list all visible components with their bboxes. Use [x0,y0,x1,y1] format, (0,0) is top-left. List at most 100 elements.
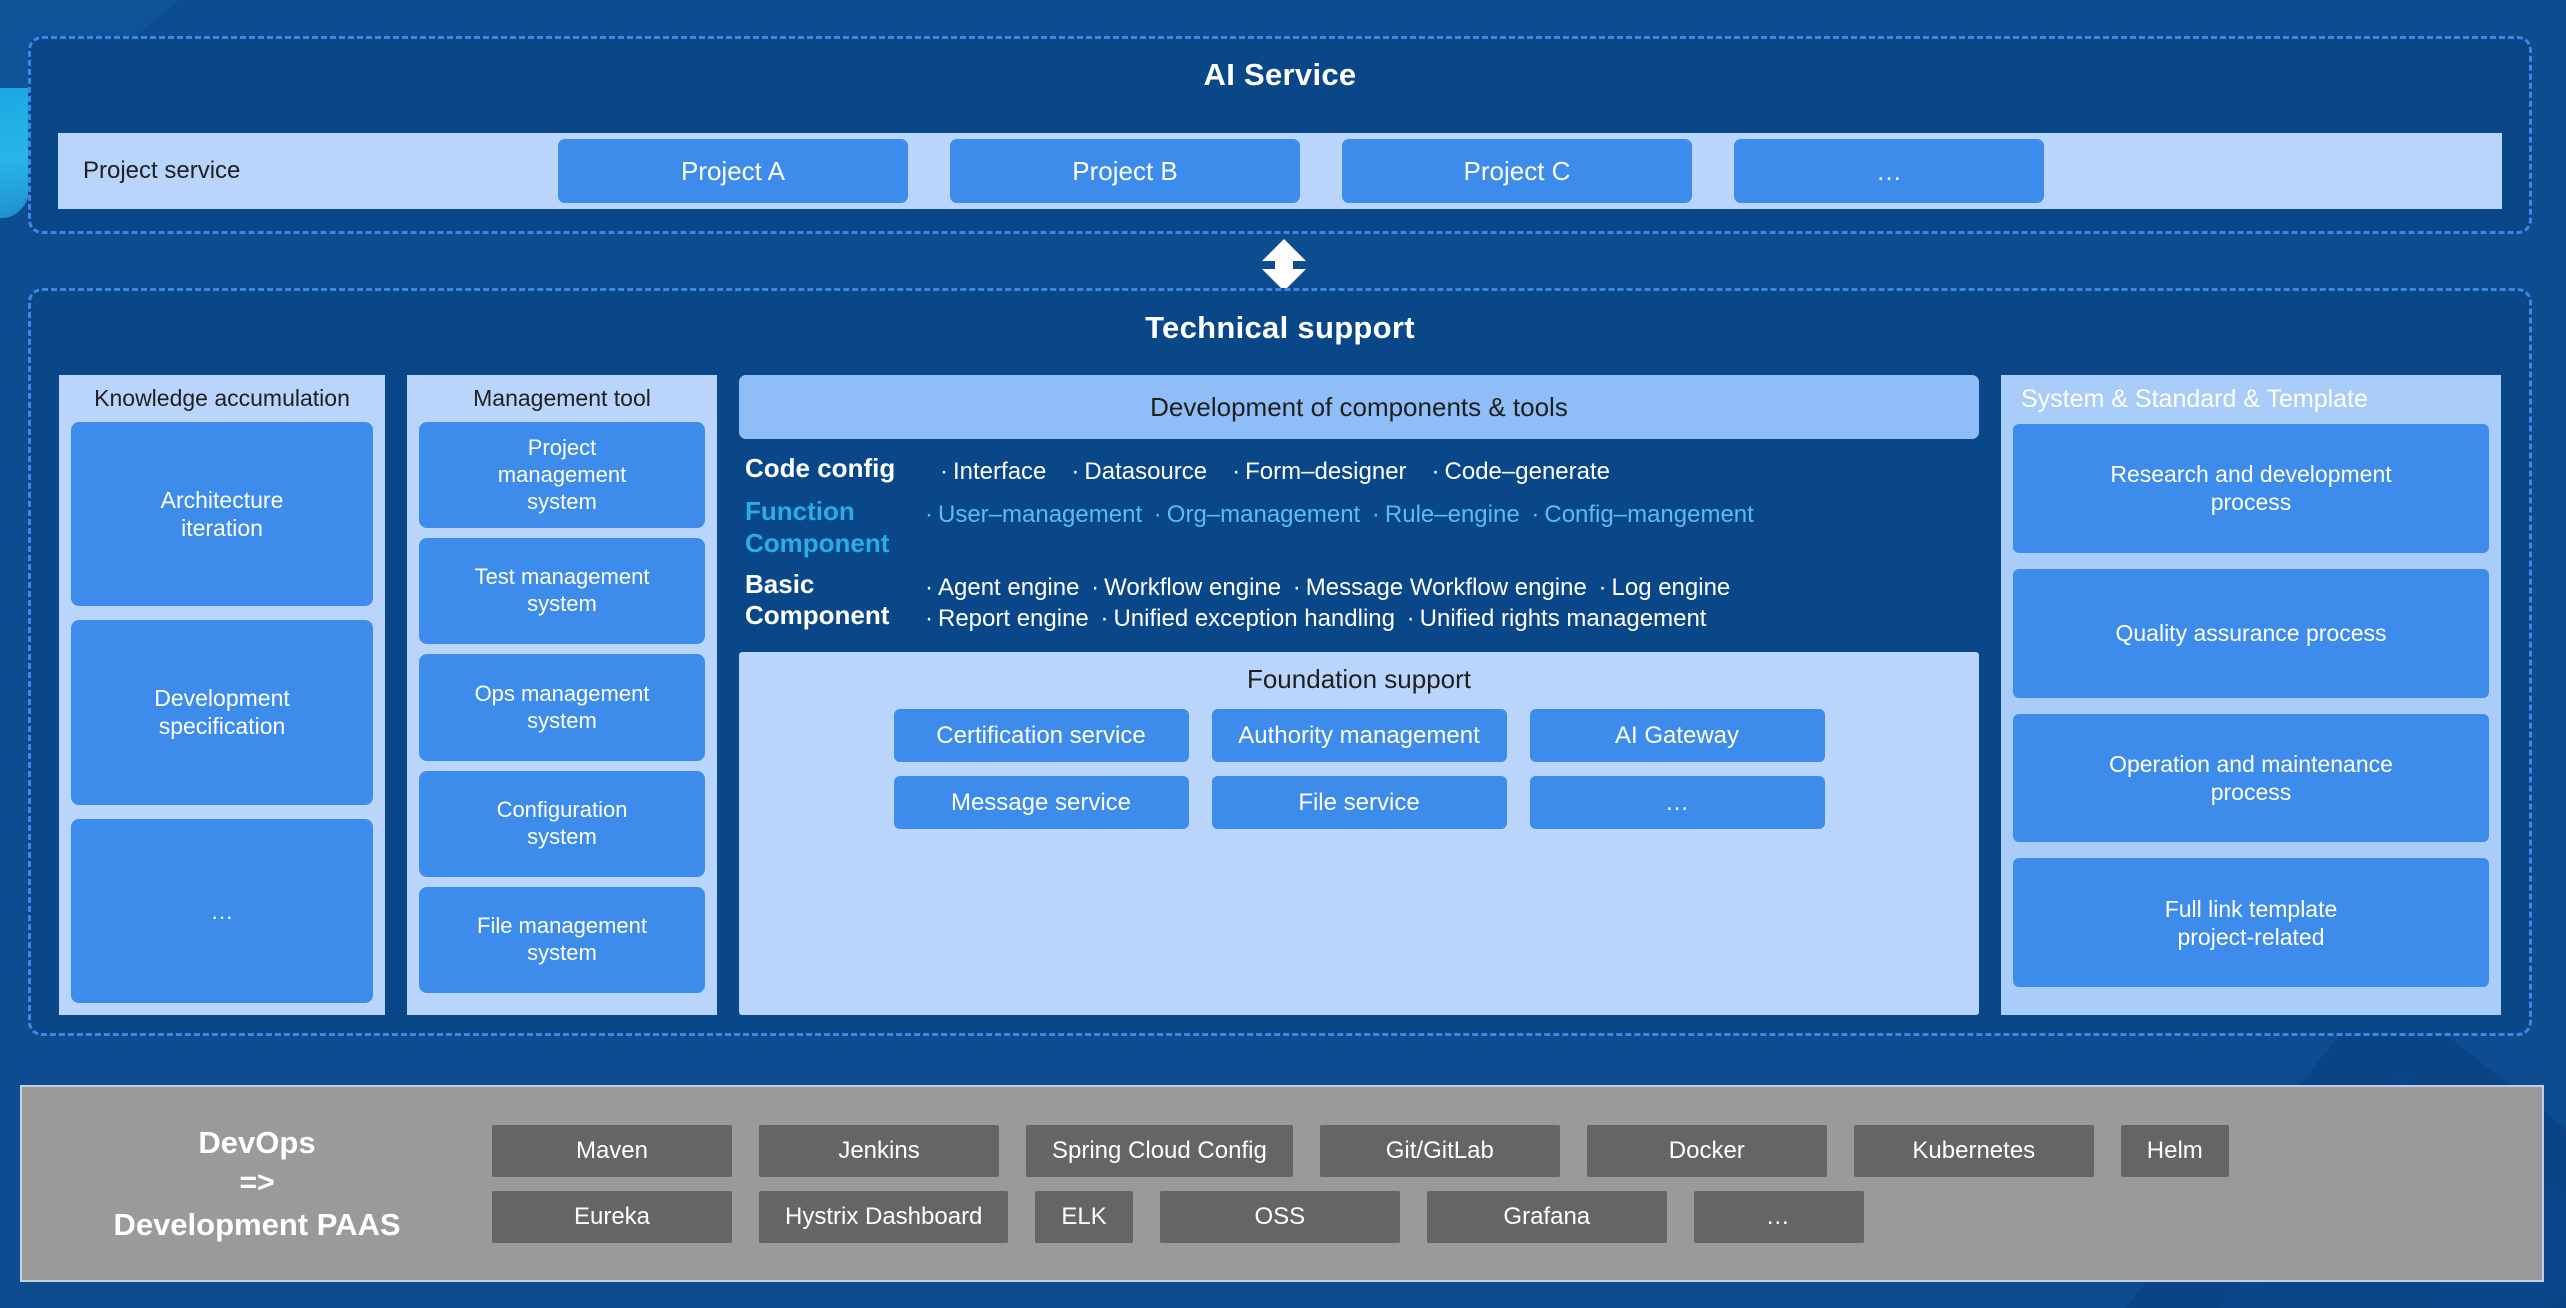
bullet-dot-icon: · [1371,501,1380,529]
bullet-dot-icon: · [925,573,933,601]
devops-tool-kubernetes[interactable]: Kubernetes [1853,1124,2094,1177]
foundation-button-authority-management[interactable]: Authority management [1211,709,1507,762]
devops-tool-grafana[interactable]: Grafana [1426,1190,1667,1243]
devops-tool-jenkins[interactable]: Jenkins [759,1124,999,1177]
foundation-support-title: Foundation support [1246,664,1472,694]
devops-label-line1: DevOps [198,1124,316,1160]
basic-item-log-engine: Log engine [1611,573,1731,601]
foundation-support-panel: Foundation support Certification service… [739,652,1979,1015]
foundation-button-file-service[interactable]: File service [1211,776,1507,829]
bullet-dot-icon: · [940,458,948,485]
knowledge-accumulation-title: Knowledge accumulation [94,385,350,411]
devops-tool-row-2: Eureka Hystrix Dashboard ELK OSS Grafana… [492,1190,2518,1243]
knowledge-card-more[interactable]: … [71,818,373,1003]
devops-tool-oss[interactable]: OSS [1159,1190,1400,1243]
devops-label-line3: Development PAAS [113,1206,401,1242]
foundation-support-grid: Certification service Authority manageme… [739,709,1979,829]
standard-card-quality-assurance-process[interactable]: Quality assurance process [2013,568,2489,698]
management-tool-title: Management tool [473,385,651,411]
project-button-a[interactable]: Project A [558,139,908,203]
devops-band: DevOps => Development PAAS Maven Jenkins… [20,1085,2544,1282]
devops-label: DevOps => Development PAAS [22,1122,492,1245]
bullet-dot-icon: · [1531,501,1540,529]
bullet-dot-icon: · [1406,604,1415,632]
basic-item-agent-engine: Agent engine [938,573,1080,601]
code-config-items: ·Interface ·Datasource ·Form–designer ·C… [935,453,1610,487]
devops-tool-eureka[interactable]: Eureka [492,1190,732,1243]
devops-tool-hystrix-dashboard[interactable]: Hystrix Dashboard [759,1190,1009,1243]
devops-tools: Maven Jenkins Spring Cloud Config Git/Gi… [492,1124,2542,1243]
bullet-dot-icon: · [1100,604,1109,632]
project-service-label: Project service [83,157,241,184]
function-item-user-management: User–management [938,501,1143,529]
devops-tool-git-gitlab[interactable]: Git/GitLab [1319,1124,1560,1177]
function-item-rule-engine: Rule–engine [1384,501,1520,529]
bullet-dot-icon: · [1058,458,1080,485]
bullet-dot-icon: · [1091,573,1100,601]
ai-service-title: AI Service [1203,57,1357,92]
bullet-dot-icon: · [1292,573,1301,601]
development-components-column: Development of components & tools Code c… [739,375,1979,1015]
code-config-label: Code config [745,453,896,483]
foundation-button-certification-service[interactable]: Certification service [893,709,1189,762]
devops-tool-spring-cloud-config[interactable]: Spring Cloud Config [1026,1124,1293,1177]
basic-item-report-engine: Report engine [938,604,1089,632]
basic-item-unified-rights-management: Unified rights management [1419,604,1707,632]
double-headed-vertical-arrow-icon [1262,239,1306,291]
project-button-b[interactable]: Project B [950,139,1300,203]
background-droplet-shape [0,88,30,218]
bullet-dot-icon: · [1598,573,1607,601]
devops-tool-docker[interactable]: Docker [1586,1124,1827,1177]
basic-component-line-2: ·Report engine ·Unified exception handli… [920,603,1730,634]
devops-tool-maven[interactable]: Maven [492,1124,732,1177]
system-standard-template-column: System & Standard & Template Research an… [2001,375,2501,1015]
basic-item-workflow-engine: Workflow engine [1104,573,1282,601]
component-list-block: Code config ·Interface ·Datasource ·Form… [739,439,1979,642]
devops-tool-elk[interactable]: ELK [1035,1190,1133,1243]
devops-tool-more[interactable]: … [1693,1190,1864,1243]
basic-component-line-1: ·Agent engine ·Workflow engine ·Message … [920,572,1730,603]
code-config-item-interface: Interface [953,458,1047,485]
basic-item-message-workflow-engine: Message Workflow engine [1305,573,1587,601]
bullet-dot-icon: · [925,604,933,632]
basic-item-unified-exception-handling: Unified exception handling [1113,604,1395,632]
system-standard-template-title: System & Standard & Template [2021,385,2368,413]
code-config-item-code-generate: Code–generate [1444,458,1610,485]
bullet-dot-icon: · [1218,458,1241,485]
function-item-config-mangement: Config–mangement [1544,501,1754,529]
bullet-dot-icon: · [925,501,933,529]
bullet-dot-icon: · [1418,458,1440,485]
ai-service-panel: AI Service Project service Project A Pro… [28,36,2532,234]
development-components-title: Development of components & tools [739,375,1979,439]
bullet-dot-icon: · [1153,501,1162,529]
function-component-items: ·User–management ·Org–management ·Rule–e… [920,496,1754,530]
devops-label-arrow: => [239,1166,275,1200]
devops-tool-rows: Maven Jenkins Spring Cloud Config Git/Gi… [492,1124,2518,1243]
devops-tool-helm[interactable]: Helm [2120,1124,2229,1177]
project-service-row: Project service Project A Project B Proj… [58,133,2502,209]
basic-component-items: ·Agent engine ·Workflow engine ·Message … [920,569,1730,634]
project-button-c[interactable]: Project C [1342,139,1692,203]
foundation-button-message-service[interactable]: Message service [893,776,1189,829]
foundation-button-more[interactable]: … [1529,776,1825,829]
code-config-item-form-designer: Form–designer [1245,458,1407,485]
project-button-more[interactable]: … [1734,139,2044,203]
function-item-org-management: Org–management [1166,501,1361,529]
foundation-button-ai-gateway[interactable]: AI Gateway [1529,709,1825,762]
